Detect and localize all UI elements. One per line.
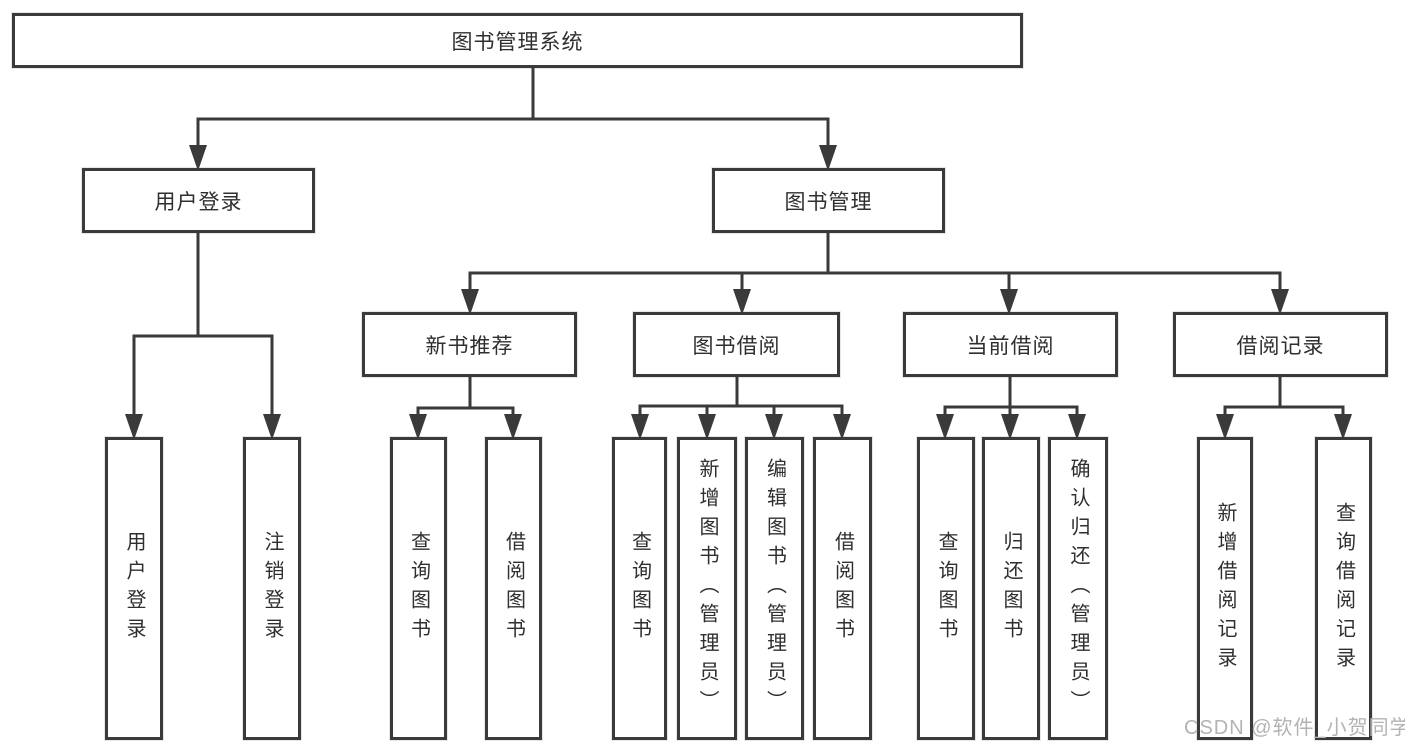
leaf-query-borrow-record: 查询借阅记录	[1315, 437, 1372, 740]
leaf-user-login: 用户登录	[105, 437, 163, 740]
node-library-system: 图书管理系统	[12, 13, 1023, 68]
leaf-add-borrow-record: 新增借阅记录	[1197, 437, 1253, 740]
node-book-management: 图书管理	[712, 168, 945, 233]
leaf-borrow-books: 借阅图书	[813, 437, 872, 740]
node-new-book-recommendation: 新书推荐	[362, 312, 577, 377]
leaf-add-books-admin: 新增图书（管理员）	[677, 437, 737, 740]
node-current-borrowing: 当前借阅	[903, 312, 1118, 377]
leaf-return-books: 归还图书	[982, 437, 1040, 740]
node-borrowing-records: 借阅记录	[1173, 312, 1388, 377]
leaf-borrow-books-recommend: 借阅图书	[485, 437, 542, 740]
csdn-watermark: CSDN @软件_小贺同学	[1184, 717, 1405, 739]
node-user-login: 用户登录	[82, 168, 315, 233]
leaf-query-books-recommend: 查询图书	[390, 437, 447, 740]
leaf-query-books-borrow: 查询图书	[612, 437, 667, 740]
leaf-query-books-current: 查询图书	[917, 437, 975, 740]
leaf-confirm-return-admin: 确认归还（管理员）	[1048, 437, 1108, 740]
leaf-logout: 注销登录	[243, 437, 301, 740]
node-book-borrowing: 图书借阅	[633, 312, 840, 377]
leaf-edit-books-admin: 编辑图书（管理员）	[745, 437, 804, 740]
